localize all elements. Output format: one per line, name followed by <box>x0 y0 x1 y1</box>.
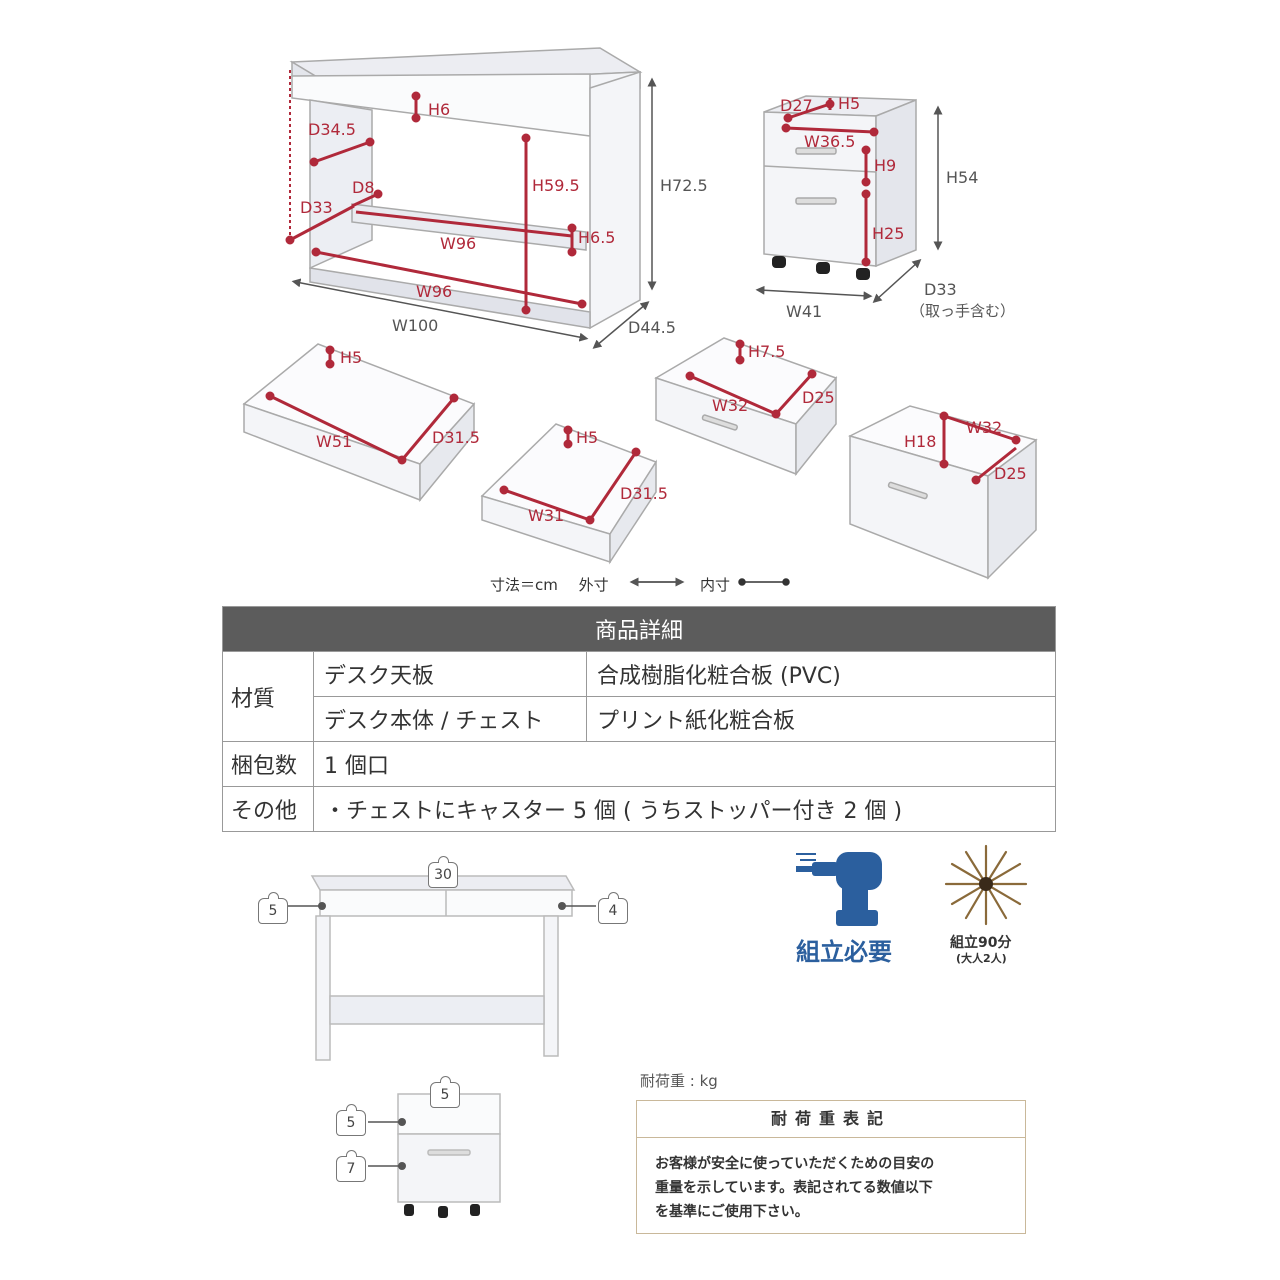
outer-label: 外寸 <box>578 576 609 594</box>
drawer-b-drawing <box>480 423 658 565</box>
load-badge-chest-drawer1: 5 <box>336 1104 366 1136</box>
desk-w-total: W100 <box>392 316 439 335</box>
unit-label: 寸法＝cm <box>490 576 558 594</box>
desk-h-inner: H59.5 <box>532 176 580 195</box>
desk-h-total: H72.5 <box>660 176 708 195</box>
load-box-title: 耐荷重表記 <box>637 1101 1025 1138</box>
material-value-1: 合成樹脂化粧合板 (PVC) <box>586 651 1056 697</box>
drawer-a-drawing <box>242 343 476 503</box>
chest-d-top: D27 <box>780 96 813 115</box>
load-badge-desk-top: 30 <box>428 856 458 888</box>
chest-h-drawer2: H25 <box>872 224 905 243</box>
chest-d-total: D33 <box>924 280 957 299</box>
chest-h-total: H54 <box>946 168 979 187</box>
desk-h-shelf: H6.5 <box>578 228 616 247</box>
other-value: ・チェストにキャスター 5 個 ( うちストッパー付き 2 個 ) <box>313 786 1056 832</box>
drawer-d-width: W32 <box>966 418 1003 437</box>
drawer-b-height: H5 <box>576 428 599 447</box>
load-badge-chest-top: 5 <box>430 1076 460 1108</box>
desk-d-shelf: D8 <box>352 178 375 197</box>
desk-d-upper: D34.5 <box>308 120 356 139</box>
chest-h-drawer1: H9 <box>874 156 897 175</box>
material-value-2: プリント紙化粧合板 <box>586 696 1056 742</box>
desk-w-inner: W96 <box>416 282 453 301</box>
drawer-c-depth: D25 <box>802 388 835 407</box>
desk-h-drawer: H6 <box>428 100 451 119</box>
load-unit-label: 耐荷重 : kg <box>640 1072 718 1090</box>
drawer-d-drawing <box>847 405 1038 580</box>
chest-drawing <box>763 95 917 268</box>
material-part-2: デスク本体 / チェスト <box>313 696 587 742</box>
load-badge-chest-drawer2: 7 <box>336 1150 366 1182</box>
load-box-body: お客様が安全に使っていただくための目安の 重量を示しています。表記されてる数値以… <box>637 1138 1025 1238</box>
material-label: 材質 <box>222 651 314 742</box>
desk-w-shelf: W96 <box>440 234 477 253</box>
material-part-1: デスク天板 <box>313 651 587 697</box>
chest-w-top: W36.5 <box>804 132 856 151</box>
drawer-b-width: W31 <box>528 506 565 525</box>
load-badge-desk-left: 5 <box>258 892 288 924</box>
assembly-people-label: (大人2人) <box>956 952 1007 965</box>
load-box-line-1: お客様が安全に使っていただくための目安の <box>655 1156 935 1172</box>
load-box-line-2: 重量を示しています。表記されてる数値以下 <box>655 1180 933 1196</box>
spec-table: 商品詳細 材質 デスク天板 合成樹脂化粧合板 (PVC) デスク本体 / チェス… <box>222 606 1056 832</box>
unit-note: 寸法＝cm 外寸 内寸 <box>490 574 730 595</box>
assembly-time-label: 組立90分 <box>950 935 1012 951</box>
package-value: 1 個口 <box>313 741 1056 787</box>
drawer-a-depth: D31.5 <box>432 428 480 447</box>
drawer-b-depth: D31.5 <box>620 484 668 503</box>
other-label: その他 <box>222 786 314 832</box>
load-info-box: 耐荷重表記 お客様が安全に使っていただくための目安の 重量を示しています。表記さ… <box>636 1100 1026 1234</box>
drawer-a-height: H5 <box>340 348 363 367</box>
load-box-line-3: を基準にご使用下さい。 <box>655 1204 809 1220</box>
drawer-a-width: W51 <box>316 432 353 451</box>
drawer-c-width: W32 <box>712 396 749 415</box>
load-badge-desk-right: 4 <box>598 892 628 924</box>
desk-drawing <box>289 47 643 330</box>
desk-d-lower: D33 <box>300 198 333 217</box>
assembly-required-label: 組立必要 <box>796 938 892 966</box>
dimension-diagram <box>242 47 1038 587</box>
chest-casters <box>772 256 870 280</box>
drawer-d-depth: D25 <box>994 464 1027 483</box>
chest-w-total: W41 <box>786 302 823 321</box>
inner-label: 内寸 <box>700 576 731 594</box>
drawer-d-height: H18 <box>904 432 937 451</box>
desk-d-total: D44.5 <box>628 318 676 337</box>
package-label: 梱包数 <box>222 741 314 787</box>
drawer-c-height: H7.5 <box>748 342 786 361</box>
chest-h-top: H5 <box>838 94 861 113</box>
spec-table-header: 商品詳細 <box>222 606 1056 652</box>
unit-legend-marks <box>629 577 790 587</box>
chest-d-note: （取っ手含む） <box>910 302 1016 320</box>
drawer-c-drawing <box>654 337 838 477</box>
